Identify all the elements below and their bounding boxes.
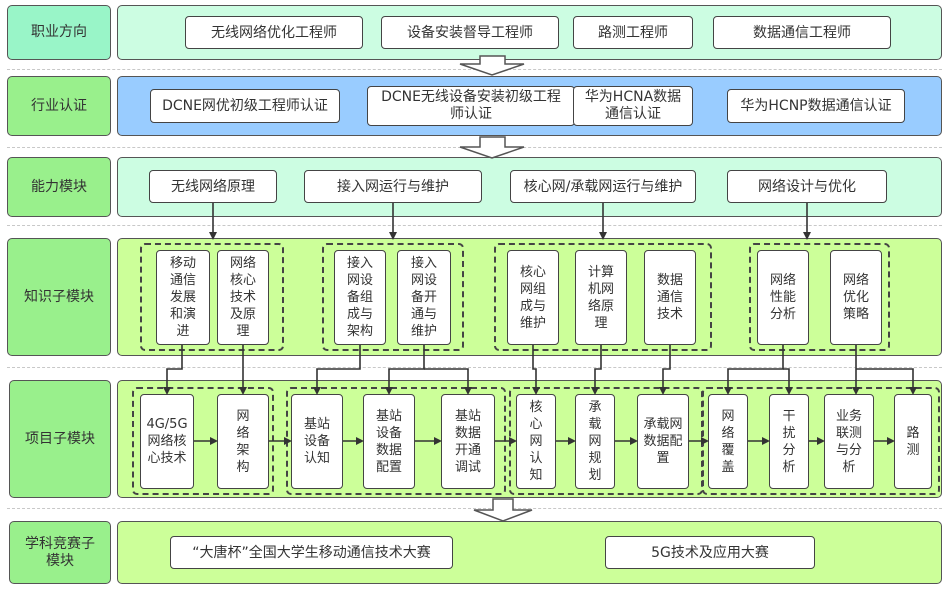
certification-item: DCNE无线设备安装初级工程师认证: [367, 86, 575, 126]
row-separator: [7, 147, 942, 148]
row-separator: [7, 367, 942, 368]
career-item: 路测工程师: [573, 16, 693, 49]
project-item: 网络覆盖: [708, 394, 748, 489]
knowledge-item: 接入网设备组成与架构: [334, 250, 386, 345]
project-item: 干扰分析: [769, 394, 809, 489]
knowledge-item: 网络优化策略: [830, 250, 882, 345]
row-label-career: 职业方向: [7, 5, 111, 60]
knowledge-item: 接入网设备开通与维护: [397, 250, 451, 345]
knowledge-group: [140, 243, 284, 351]
knowledge-group: [749, 243, 890, 351]
ability-item: 网络设计与优化: [727, 170, 887, 203]
knowledge-item: 计算机网络原理: [575, 250, 627, 345]
project-item: 基站数据开通调试: [441, 394, 495, 489]
competition-item: “大唐杯”全国大学生移动通信技术大赛: [170, 536, 453, 569]
project-item: 网络架构: [217, 394, 269, 489]
knowledge-item: 网络性能分析: [757, 250, 809, 345]
row-separator: [7, 69, 942, 70]
row-label-competition: 学科竞赛子模块: [9, 521, 111, 584]
career-item: 无线网络优化工程师: [185, 16, 363, 49]
project-item: 4G/5G网络核心技术: [140, 394, 194, 489]
row-separator: [7, 508, 942, 509]
knowledge-item: 移动通信发展和演进: [156, 250, 210, 345]
project-item: 基站设备认知: [291, 394, 343, 489]
project-item: 基站设备数据配置: [363, 394, 415, 489]
project-item: 承载网规划: [575, 394, 615, 489]
row-label-knowledge: 知识子模块: [7, 238, 111, 356]
certification-item: DCNE网优初级工程师认证: [150, 89, 340, 123]
certification-item: 华为HCNP数据通信认证: [727, 89, 905, 123]
row-label-certification: 行业认证: [7, 76, 111, 136]
knowledge-item: 核心网组成与维护: [507, 250, 559, 345]
knowledge-item: 网络核心技术及原理: [217, 250, 269, 345]
block-arrow-down-icon: [473, 498, 533, 522]
project-item: 承载网数据配置: [637, 394, 689, 489]
career-item: 数据通信工程师: [713, 16, 891, 49]
project-item: 业务联测与分析: [824, 394, 874, 489]
row-separator: [7, 225, 942, 226]
ability-item: 无线网络原理: [149, 170, 277, 203]
ability-item: 核心网/承载网运行与维护: [510, 170, 696, 203]
row-label-project: 项目子模块: [9, 380, 111, 498]
certification-item: 华为HCNA数据通信认证: [573, 86, 693, 126]
project-item: 路测: [894, 394, 932, 489]
competition-item: 5G技术及应用大赛: [605, 536, 815, 569]
knowledge-item: 数据通信技术: [644, 250, 696, 345]
project-item: 核心网认知: [516, 394, 556, 489]
row-label-ability: 能力模块: [7, 157, 111, 217]
ability-item: 接入网运行与维护: [304, 170, 482, 203]
career-item: 设备安装督导工程师: [381, 16, 559, 49]
knowledge-group: [494, 243, 712, 351]
